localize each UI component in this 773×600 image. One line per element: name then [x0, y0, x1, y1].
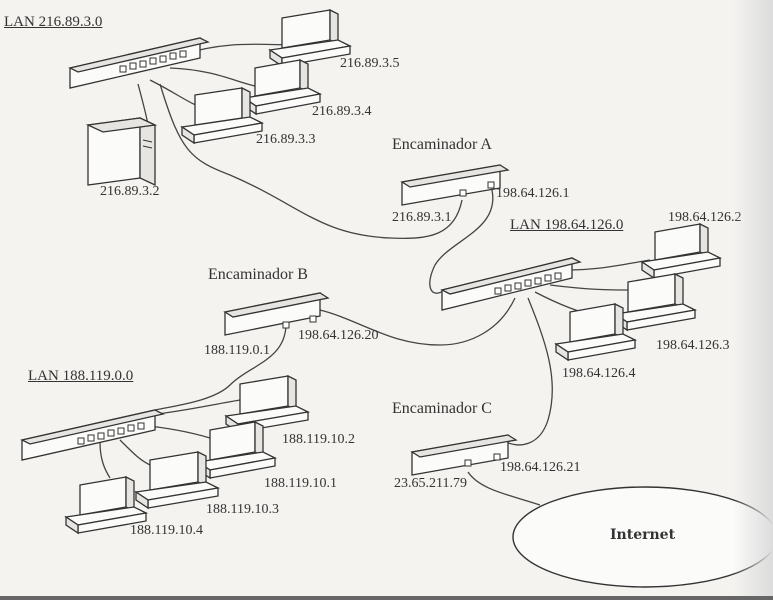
cable-hub1-host3: [169, 67, 266, 89]
router-a-title: Encaminador A: [392, 136, 492, 153]
page-edge-shadow: [733, 0, 773, 600]
lan3-label: LAN 188.119.0.0: [28, 368, 134, 384]
cable-routerC-internet: [467, 471, 541, 506]
hub-lan2: [440, 257, 582, 311]
cable-hub2-routerB: [319, 297, 516, 346]
cable-routerB-hub3: [154, 324, 287, 411]
router-b-title: Encaminador B: [208, 266, 308, 283]
router-c-left-ip: 23.65.211.79: [394, 476, 467, 491]
page-bottom-edge: [0, 596, 773, 600]
host-label-h10: 188.119.10.3: [206, 502, 279, 517]
router-c-title: Encaminador C: [392, 400, 492, 417]
host-label-h5: 198.64.126.2: [668, 210, 742, 225]
lan1-label: LAN 216.89.3.0: [4, 14, 103, 30]
host-label-h3: 216.89.3.4: [312, 104, 372, 119]
cable-hub2-host6: [549, 284, 631, 291]
router-a-left-ip: 216.89.3.1: [392, 210, 452, 225]
cables: [99, 43, 651, 506]
host-label-h11: 188.119.10.4: [130, 523, 203, 538]
lan2-label: LAN 198.64.126.0: [510, 217, 624, 233]
server-icon: [85, 116, 158, 187]
workstation-h3: [242, 58, 323, 116]
cable-hub2-routerC: [501, 297, 553, 446]
workstation-h9: [224, 374, 311, 434]
cable-hub3-host9: [149, 399, 241, 416]
router-c: [410, 434, 518, 476]
hub-lan1: [68, 37, 210, 89]
host-label-h2: 216.89.3.3: [256, 132, 316, 147]
workstation-h2: [180, 86, 265, 145]
cable-hub3-host10: [119, 439, 151, 466]
workstation-h11: [64, 475, 149, 535]
router-a-right-ip: 198.64.126.1: [496, 186, 570, 201]
router-c-right-ip: 198.64.126.21: [500, 460, 581, 475]
host-label-h9: 188.119.10.2: [282, 432, 355, 447]
hub-lan3: [20, 409, 165, 461]
router-b-left-ip: 188.119.0.1: [204, 343, 270, 358]
workstation-h5: [640, 222, 723, 280]
workstation-h4: [268, 8, 353, 68]
internet-cloud: [512, 486, 773, 588]
router-a: [400, 164, 510, 206]
host-label-h4: 216.89.3.5: [340, 56, 400, 71]
workstations: [64, 8, 723, 535]
workstation-h10: [134, 450, 221, 510]
cable-hub1-routerA: [159, 83, 463, 240]
cable-hub3-host11: [99, 441, 111, 479]
router-b: [223, 292, 330, 336]
host-label-h1: 216.89.3.2: [100, 184, 160, 199]
host-label-h7: 198.64.126.4: [562, 366, 636, 381]
host-label-h8: 188.119.10.1: [264, 476, 337, 491]
cable-routerA-hub2: [429, 189, 494, 294]
router-b-right-ip: 198.64.126.20: [298, 328, 379, 343]
workstation-h6: [613, 272, 698, 332]
workstation-h8: [196, 420, 278, 480]
workstation-h7: [554, 302, 638, 362]
internet-label: Internet: [610, 527, 676, 543]
host-label-h6: 198.64.126.3: [656, 338, 730, 353]
